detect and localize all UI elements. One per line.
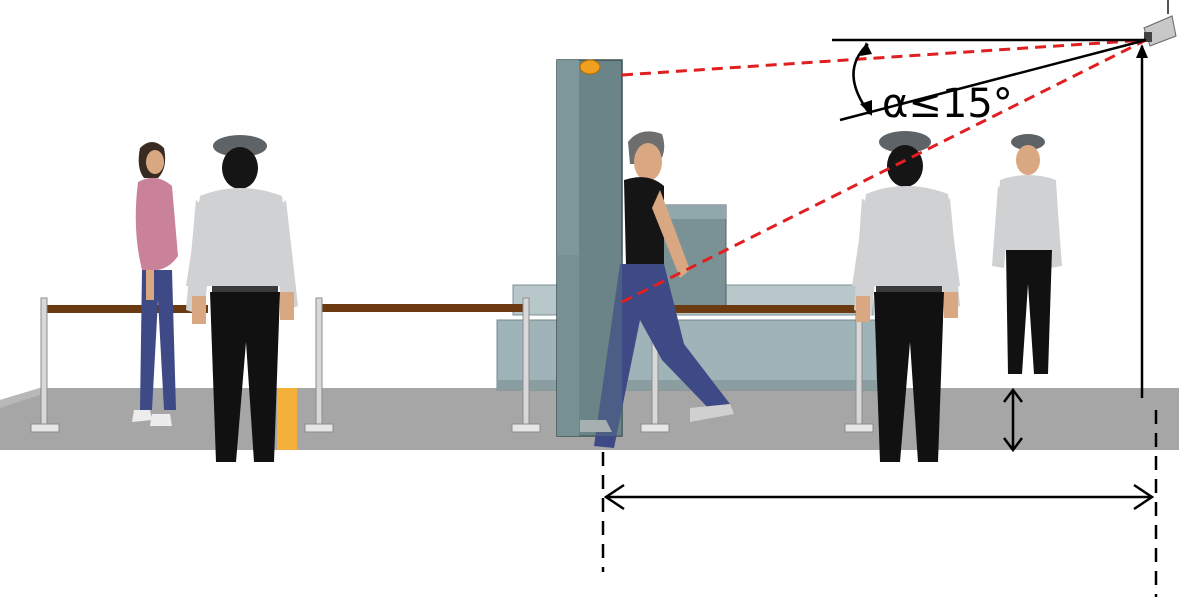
angle-indicator: α≤15° bbox=[832, 40, 1146, 127]
floor-marker bbox=[277, 388, 297, 450]
barrier-rope bbox=[44, 305, 208, 313]
barrier-rope bbox=[320, 304, 526, 312]
person-guard-front bbox=[992, 134, 1062, 374]
person-woman bbox=[132, 142, 178, 426]
barrier-rope bbox=[655, 305, 860, 313]
angle-label: α≤15° bbox=[882, 81, 1013, 127]
camera-icon bbox=[1144, 0, 1176, 46]
gate-front-overlay bbox=[557, 255, 622, 436]
alarm-beacon bbox=[580, 60, 600, 74]
height-dimension bbox=[1136, 44, 1148, 398]
